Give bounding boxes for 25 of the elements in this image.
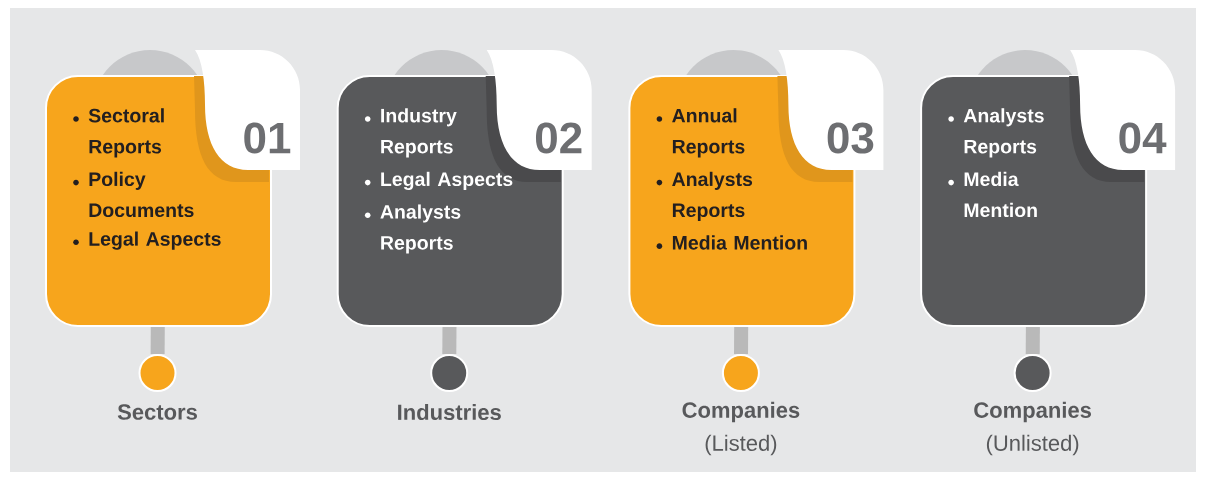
category-label: Companies xyxy=(682,401,800,423)
bullet-item: Legal Aspects xyxy=(73,231,221,250)
bullet-item: Legal Aspects xyxy=(364,171,513,191)
bullet-item: Media Mention xyxy=(948,171,1037,218)
step-number: 02 xyxy=(536,122,582,154)
stem-line xyxy=(442,326,457,355)
bullet-item: Industry Reports xyxy=(364,108,457,158)
bullet-item: Analysts Reports xyxy=(364,204,461,254)
category-label: Sectors xyxy=(117,404,197,420)
step-number: 04 xyxy=(1119,122,1167,154)
bullet-item: Annual Reports xyxy=(656,108,745,158)
category-label: (Listed) xyxy=(705,434,777,456)
stem-line xyxy=(150,326,165,355)
stem-line xyxy=(1025,327,1040,355)
category-label: Industries xyxy=(398,403,501,421)
bullet-item: Policy Documents xyxy=(73,171,194,218)
stem-line xyxy=(734,326,749,355)
step-number: 01 xyxy=(244,122,291,154)
category-label: (Unlisted) xyxy=(986,434,1079,456)
step-number: 03 xyxy=(827,122,874,154)
bullet-item: Analysts Reports xyxy=(948,108,1044,158)
bullet-item: Sectoral Reports xyxy=(73,108,164,158)
category-label: Companies xyxy=(974,401,1091,423)
bullet-item: Media Mention xyxy=(656,235,807,250)
bullet-item: Analysts Reports xyxy=(656,171,753,221)
